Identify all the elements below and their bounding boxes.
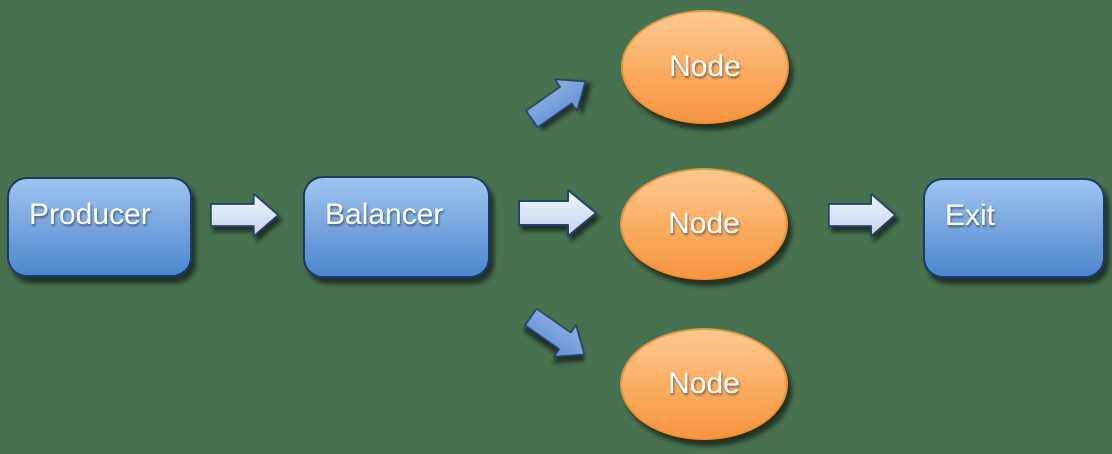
node-bottom: Node — [620, 328, 788, 440]
node-middle: Node — [620, 168, 788, 280]
exit-node: Exit — [923, 178, 1105, 278]
arrow-balancer-to-node-bottom-icon — [524, 307, 586, 358]
exit-label: Exit — [945, 199, 996, 232]
node-bottom-label: Node — [668, 367, 740, 400]
producer-label: Producer — [29, 198, 151, 231]
arrow-balancer-to-node-middle-icon — [518, 189, 597, 237]
node-top: Node — [621, 10, 789, 124]
arrow-node-to-exit-icon — [828, 192, 897, 238]
arrow-balancer-to-node-top-icon — [525, 78, 587, 129]
node-top-label: Node — [669, 50, 741, 83]
node-middle-label: Node — [668, 207, 740, 240]
producer-node: Producer — [7, 177, 192, 277]
arrow-producer-to-balancer-icon — [210, 192, 280, 238]
balancer-label: Balancer — [325, 198, 444, 231]
balancer-node: Balancer — [303, 176, 490, 278]
